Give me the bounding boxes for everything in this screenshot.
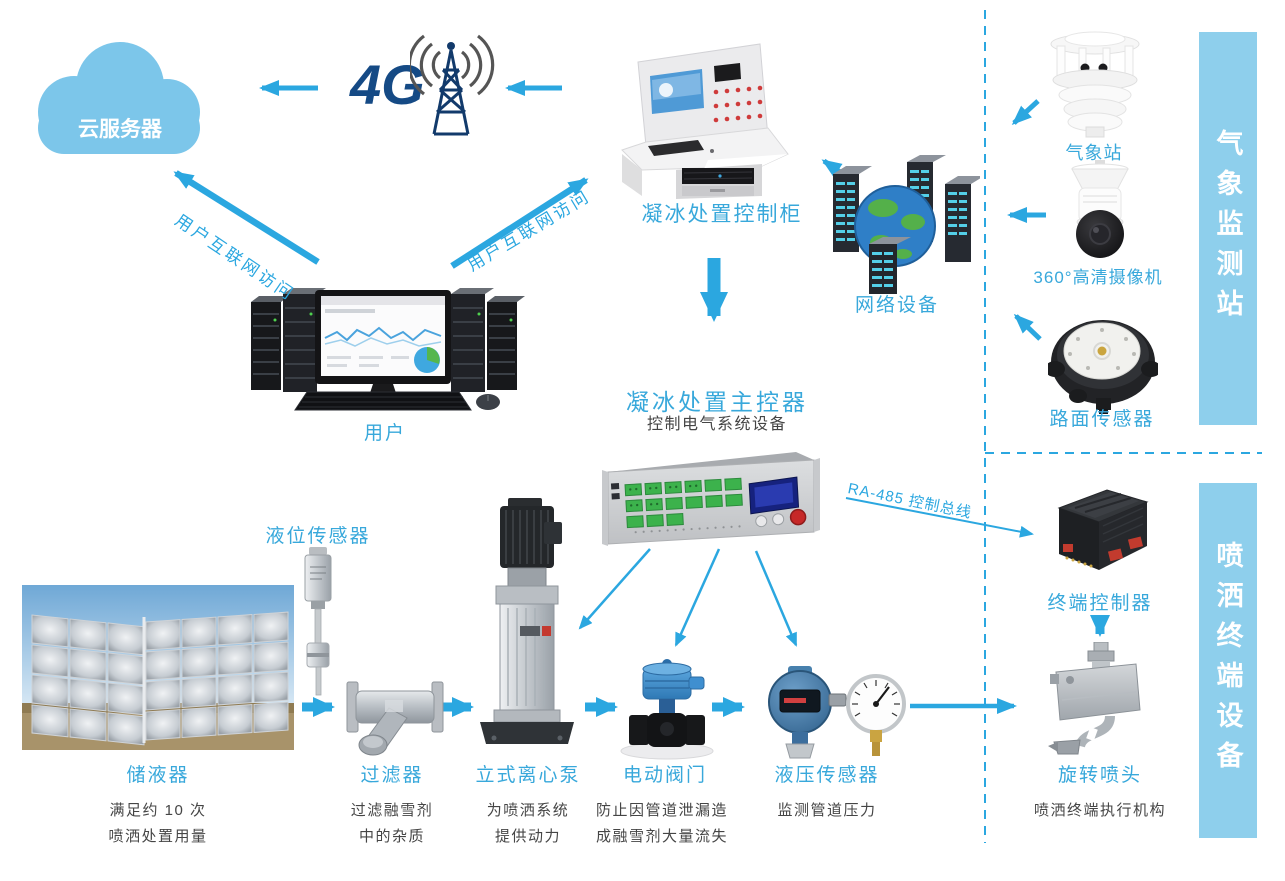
arrow-user-to-cloud xyxy=(173,170,320,265)
valve-caption-line1: 防止因管道泄漏造 xyxy=(595,802,729,819)
filter-caption-line1: 过滤融雪剂 xyxy=(350,802,434,819)
road-sensor-label: 路面传感器 xyxy=(1049,409,1155,430)
user-workstation-icon xyxy=(251,288,525,411)
sprinkler-label: 旋转喷头 xyxy=(1057,765,1143,786)
pump-label: 立式离心泵 xyxy=(475,765,581,786)
network-equipment-icon xyxy=(833,155,980,294)
arrow-ra485-bus xyxy=(845,497,1034,538)
filter-label: 过滤器 xyxy=(360,765,424,786)
sprinkler-icon xyxy=(1048,642,1141,755)
camera-icon xyxy=(1071,160,1129,258)
filter-icon xyxy=(346,681,444,756)
road-sensor-icon xyxy=(1048,320,1158,414)
pump-icon xyxy=(480,498,574,744)
control-cabinet-icon xyxy=(621,43,789,199)
cabinet-label: 凝冰处置控制柜 xyxy=(641,203,803,226)
weather-station-label: 气象站 xyxy=(1065,143,1123,163)
valve-caption: 防止因管道泄漏造 成融雪剂大量流失 xyxy=(596,798,728,850)
sprinkler-caption: 喷洒终端执行机构 xyxy=(1033,802,1167,819)
pump-caption-line1: 为喷洒系统 xyxy=(486,802,570,819)
cloud-server-icon: 云服务器 xyxy=(38,42,200,154)
tank-caption-line2: 喷洒处置用量 xyxy=(108,828,208,845)
pressure-sensor-label: 液压传感器 xyxy=(774,765,880,786)
cloud-server-label: 云服务器 xyxy=(78,117,163,141)
spray-section-banner: 喷洒终端设备 xyxy=(1199,483,1257,838)
user-label: 用户 xyxy=(363,423,407,444)
arrow-controller-to-valve xyxy=(674,548,721,647)
filter-caption: 过滤融雪剂 中的杂质 xyxy=(351,798,434,850)
valve-caption-line2: 成融雪剂大量流失 xyxy=(595,828,729,845)
pressure-sensor-caption: 监测管道压力 xyxy=(777,802,877,819)
weather-station-icon xyxy=(1050,31,1140,138)
4g-logo-text: 4G xyxy=(350,53,425,116)
arrow-road-sensor-out xyxy=(1013,313,1042,341)
tank-label: 储液器 xyxy=(126,765,190,786)
main-controller-icon xyxy=(602,452,820,546)
arrow-user-to-cabinet xyxy=(450,177,589,269)
mouse-icon xyxy=(476,394,500,410)
arrow-controller-to-pressure-sensor xyxy=(754,550,798,647)
arrow-weather-station-out xyxy=(1011,99,1040,126)
valve-icon xyxy=(620,659,714,760)
pressure-sensor-icon xyxy=(768,666,906,759)
weather-section-banner: 气象监测站 xyxy=(1199,32,1257,425)
camera-label: 360°高清摄像机 xyxy=(1033,268,1163,287)
terminal-controller-label: 终端控制器 xyxy=(1047,593,1153,614)
filter-caption-line2: 中的杂质 xyxy=(358,828,426,845)
level-sensor-icon xyxy=(304,547,332,696)
main-controller-subtitle: 控制电气系统设备 xyxy=(646,416,788,433)
valve-label: 电动阀门 xyxy=(622,765,708,786)
pump-caption-line2: 提供动力 xyxy=(494,828,562,845)
tank-photo xyxy=(22,585,294,750)
network-label: 网络设备 xyxy=(854,295,940,316)
tank-caption-line1: 满足约 10 次 xyxy=(109,802,207,819)
terminal-controller-icon xyxy=(1057,489,1149,570)
pump-caption: 为喷洒系统 提供动力 xyxy=(487,798,570,850)
4g-tower-icon xyxy=(410,34,495,136)
main-controller-title: 凝冰处置主控器 xyxy=(626,389,808,415)
level-sensor-label: 液位传感器 xyxy=(265,526,371,547)
arrow-controller-to-pump xyxy=(578,548,651,630)
tank-caption: 满足约 10 次 喷洒处置用量 xyxy=(108,798,207,850)
